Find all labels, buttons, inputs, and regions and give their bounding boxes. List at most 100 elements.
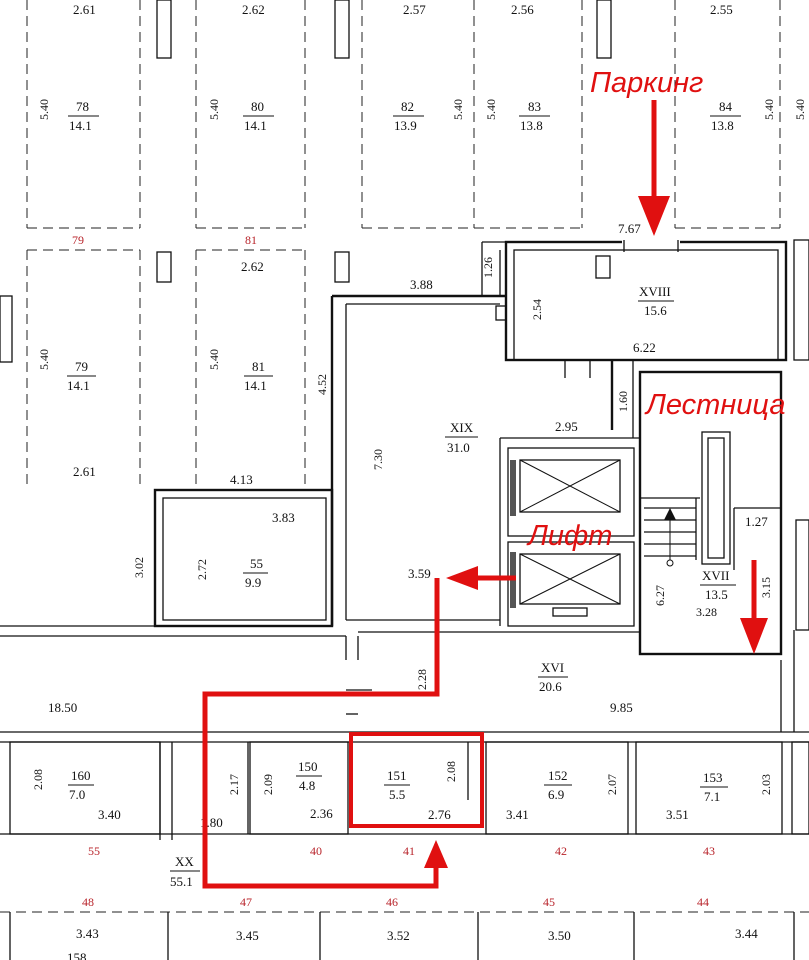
place-number: 48 [82, 895, 94, 909]
storage-row [0, 731, 809, 840]
place-number: 44 [697, 895, 709, 909]
dim-label: 2.28 [415, 669, 429, 690]
parking-spot-83: 83 13.8 [519, 99, 550, 133]
svg-text:2.09: 2.09 [261, 774, 275, 795]
svg-text:81: 81 [252, 359, 265, 374]
room-xx-label: XX 55.1 [170, 854, 200, 889]
parking-annotation: Паркинг [590, 67, 703, 99]
place-number: 41 [403, 844, 415, 858]
svg-text:4.8: 4.8 [299, 778, 315, 793]
top-parking-row [26, 0, 781, 229]
place-number: 47 [240, 895, 252, 909]
parking-spot-78: 78 14.1 [68, 99, 99, 133]
parking-spot-80: 80 14.1 [243, 99, 274, 133]
height-label: 5.40 [207, 99, 221, 120]
width-label: 3.52 [387, 928, 410, 943]
storage-153: 153 7.1 2.03 3.51 [666, 770, 773, 822]
svg-text:7.0: 7.0 [69, 787, 85, 802]
svg-text:2.07: 2.07 [605, 774, 619, 795]
dim-label: 3.02 [132, 557, 146, 578]
place-number: 45 [543, 895, 555, 909]
svg-text:3.40: 3.40 [98, 807, 121, 822]
room-55-label: 55 9.9 [243, 556, 268, 590]
room-xvii-label: XVII 13.5 3.28 [696, 568, 736, 619]
svg-text:XX: XX [175, 854, 194, 869]
height-label: 5.40 [207, 349, 221, 370]
svg-text:150: 150 [298, 759, 318, 774]
svg-text:3.28: 3.28 [696, 605, 717, 619]
svg-text:79: 79 [75, 359, 88, 374]
dim-label: 1.27 [745, 514, 768, 529]
dim-label: 6.27 [653, 585, 667, 606]
width-label: 4.13 [230, 472, 253, 487]
svg-text:31.0: 31.0 [447, 440, 470, 455]
place-number: 55 [88, 844, 100, 858]
svg-text:84: 84 [719, 99, 733, 114]
height-label: 4.52 [315, 374, 329, 395]
svg-text:2.36: 2.36 [310, 806, 333, 821]
stairs-annotation: Лестница [644, 389, 785, 421]
dim-label: 1.26 [481, 257, 495, 278]
route-path [202, 100, 768, 889]
lift-shaft-1 [507, 447, 635, 537]
svg-text:2.03: 2.03 [759, 774, 773, 795]
dim-label: 9.85 [610, 700, 633, 715]
storage-150: 2.09 150 4.8 2.36 [261, 759, 333, 821]
width-label: 3.50 [548, 928, 571, 943]
svg-text:6.9: 6.9 [548, 787, 564, 802]
width-label: 2.61 [73, 464, 96, 479]
width-label: 2.56 [511, 2, 534, 17]
dim-label: 18.50 [48, 700, 77, 715]
svg-text:15.6: 15.6 [644, 303, 667, 318]
storage-160: 2.08 160 7.0 3.40 [31, 768, 121, 822]
dim-label: 2.17 [227, 774, 241, 795]
dim-label: 2.72 [195, 559, 209, 580]
svg-text:13.8: 13.8 [520, 118, 543, 133]
place-number: 79 [72, 233, 84, 247]
svg-text:151: 151 [387, 768, 407, 783]
dim-label: 7.67 [618, 221, 641, 236]
svg-text:14.1: 14.1 [244, 118, 267, 133]
svg-text:20.6: 20.6 [539, 679, 562, 694]
place-number: 40 [310, 844, 322, 858]
dim-label: 1.60 [616, 391, 630, 412]
lift-annotation: Лифт [526, 520, 612, 552]
dim-label: 2.54 [530, 299, 544, 320]
mid-parking-row [0, 249, 350, 488]
svg-text:83: 83 [528, 99, 541, 114]
svg-text:2.08: 2.08 [31, 769, 45, 790]
svg-text:XVII: XVII [702, 568, 729, 583]
bottom-parking-row [0, 911, 809, 960]
width-label: 3.44 [735, 926, 758, 941]
svg-text:3.51: 3.51 [666, 807, 689, 822]
width-label: 3.45 [236, 928, 259, 943]
parking-spot-84: 84 13.8 [710, 99, 741, 133]
svg-text:7.1: 7.1 [704, 789, 720, 804]
svg-text:2.76: 2.76 [428, 807, 451, 822]
height-label: 5.40 [484, 99, 498, 120]
svg-text:XIX: XIX [450, 420, 474, 435]
width-label: 2.55 [710, 2, 733, 17]
dim-label: 3.83 [272, 510, 295, 525]
parking-spot-81: 81 14.1 [244, 359, 273, 393]
svg-text:13.9: 13.9 [394, 118, 417, 133]
storage-152: 152 6.9 2.07 3.41 [506, 768, 619, 822]
dim-label: 3.15 [759, 577, 773, 598]
svg-text:13.8: 13.8 [711, 118, 734, 133]
spot-number: 158 [67, 950, 87, 960]
svg-text:3.41: 3.41 [506, 807, 529, 822]
room-xviii-label: XVIII 15.6 [638, 284, 674, 318]
place-number: 43 [703, 844, 715, 858]
place-number: 46 [386, 895, 398, 909]
svg-text:160: 160 [71, 768, 91, 783]
dim-label: 7.30 [371, 449, 385, 470]
width-label: 2.62 [241, 259, 264, 274]
svg-text:152: 152 [548, 768, 568, 783]
place-number: 81 [245, 233, 257, 247]
svg-text:14.1: 14.1 [244, 378, 267, 393]
svg-text:9.9: 9.9 [245, 575, 261, 590]
dim-label: 3.88 [410, 277, 433, 292]
height-label: 5.40 [762, 99, 776, 120]
height-label: 5.40 [37, 99, 51, 120]
